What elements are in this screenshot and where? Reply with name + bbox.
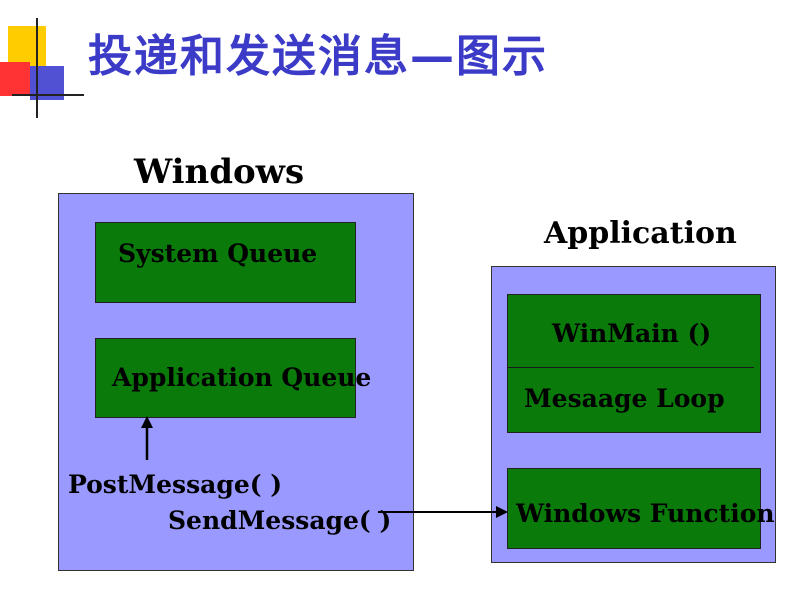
up-arrow [141, 416, 153, 460]
right-arrow [378, 506, 508, 518]
winmain-box: WinMain () Mesaage Loop [507, 294, 761, 433]
vertical-rule [36, 18, 38, 118]
decorative-corner [0, 0, 90, 120]
windows-heading: Windows [134, 152, 305, 192]
page-title: 投递和发送消息—图示 [88, 31, 548, 82]
horizontal-rule [12, 94, 84, 96]
windows-function-label: Windows Function [516, 499, 775, 528]
yellow-square [8, 26, 46, 66]
system-queue-label: System Queue [118, 239, 318, 268]
application-queue-box: Application Queue [95, 338, 371, 418]
windows-function-box: Windows Function [507, 468, 775, 549]
system-queue-box: System Queue [95, 222, 356, 303]
winmain-label: WinMain () [552, 319, 712, 348]
red-square [0, 62, 30, 96]
application-heading: Application [544, 216, 737, 251]
winmain-divider [508, 367, 754, 368]
message-loop-label: Mesaage Loop [524, 384, 725, 413]
send-message-label: SendMessage( ) [168, 506, 392, 535]
post-message-label: PostMessage( ) [68, 470, 283, 499]
application-queue-label: Application Queue [112, 363, 372, 392]
